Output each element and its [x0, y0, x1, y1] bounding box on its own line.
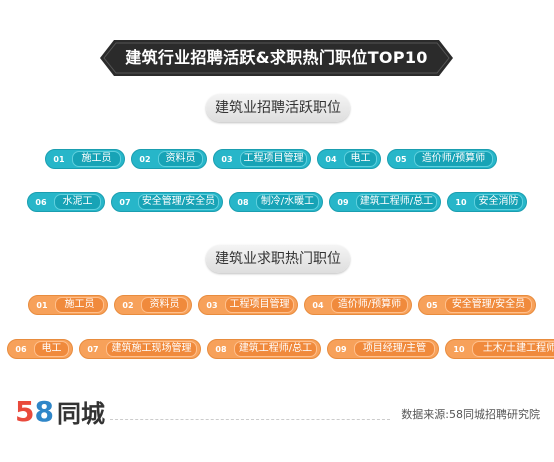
job-title-label: 建筑工程师/总工 [356, 194, 437, 210]
rank-number: 07 [119, 197, 131, 207]
rank-number: 05 [395, 154, 407, 164]
job-title-label: 施工员 [72, 151, 121, 167]
job-title-label: 资料员 [158, 151, 203, 167]
recruit-tag-10: 10 安全消防 [447, 192, 527, 212]
recruit-tag-03: 03 工程项目管理 [213, 149, 311, 169]
recruit-tag-09: 09 建筑工程师/总工 [329, 192, 441, 212]
title-banner: 建筑行业招聘活跃&求职热门职位TOP10 [100, 40, 453, 76]
rank-number: 03 [206, 300, 218, 310]
job-title-label: 建筑工程师/总工 [234, 341, 317, 357]
job-title-label: 工程项目管理 [240, 151, 307, 167]
recruit-tag-05: 05 造价师/预算师 [387, 149, 497, 169]
brand-logo: 5 8 同城 [15, 394, 105, 428]
job-title-label: 水泥工 [54, 194, 101, 210]
recruit-tag-07: 07 安全管理/安全员 [111, 192, 223, 212]
job-title-label: 工程项目管理 [225, 297, 294, 313]
logo-digit-8: 8 [34, 394, 54, 428]
recruit-tag-06: 06 水泥工 [27, 192, 105, 212]
logo-digit-5: 5 [15, 394, 35, 428]
rank-number: 06 [35, 197, 47, 207]
jobseek-tag-01: 01 施工员 [28, 295, 108, 315]
job-title-label: 施工员 [55, 297, 104, 313]
section-title-recruiting: 建筑业招聘活跃职位 [206, 94, 350, 122]
title-banner-shape [100, 40, 453, 76]
rank-number: 05 [426, 300, 438, 310]
job-title-label: 造价师/预算师 [331, 297, 408, 313]
logo-text: 同城 [56, 399, 105, 428]
recruit-tag-01: 01 施工员 [45, 149, 125, 169]
job-title-label: 土木/土建工程师 [472, 341, 554, 357]
recruit-tag-02: 02 资料员 [131, 149, 207, 169]
jobseek-tag-10: 10 土木/土建工程师 [445, 339, 554, 359]
footer-divider [110, 419, 390, 420]
rank-number: 10 [453, 344, 465, 354]
rank-number: 09 [337, 197, 349, 207]
job-title-label: 电工 [34, 341, 69, 357]
jobseek-tag-05: 05 安全管理/安全员 [418, 295, 536, 315]
jobseek-tag-04: 04 造价师/预算师 [304, 295, 412, 315]
rank-number: 08 [237, 197, 249, 207]
rank-number: 08 [215, 344, 227, 354]
job-title-label: 安全消防 [474, 194, 523, 210]
rank-number: 10 [455, 197, 467, 207]
jobseek-tag-09: 09 项目经理/主管 [327, 339, 439, 359]
rank-number: 01 [53, 154, 65, 164]
job-title-label: 资料员 [141, 297, 188, 313]
rank-number: 03 [221, 154, 233, 164]
rank-number: 06 [15, 344, 27, 354]
chart-title: 建筑行业招聘活跃&求职热门职位TOP10 [125, 48, 428, 67]
rank-number: 04 [325, 154, 337, 164]
job-title-label: 电工 [344, 151, 377, 167]
rank-number: 01 [36, 300, 48, 310]
jobseek-tag-06: 06 电工 [7, 339, 73, 359]
rank-number: 09 [335, 344, 347, 354]
rank-number: 04 [312, 300, 324, 310]
recruit-tag-08: 08 制冷/水暖工 [229, 192, 323, 212]
jobseek-tag-03: 03 工程项目管理 [198, 295, 298, 315]
rank-number: 07 [87, 344, 99, 354]
job-title-label: 项目经理/主管 [354, 341, 435, 357]
section-title-jobseeking: 建筑业求职热门职位 [206, 245, 350, 273]
job-title-label: 建筑施工现场管理 [106, 341, 197, 357]
jobseek-tag-08: 08 建筑工程师/总工 [207, 339, 321, 359]
data-source: 数据来源:58同城招聘研究院 [401, 408, 540, 421]
rank-number: 02 [139, 154, 151, 164]
job-title-label: 安全管理/安全员 [138, 194, 219, 210]
jobseek-tag-02: 02 资料员 [114, 295, 192, 315]
rank-number: 02 [122, 300, 134, 310]
job-title-label: 安全管理/安全员 [445, 297, 532, 313]
recruit-tag-04: 04 电工 [317, 149, 381, 169]
job-title-label: 造价师/预算师 [414, 151, 493, 167]
jobseek-tag-07: 07 建筑施工现场管理 [79, 339, 201, 359]
job-title-label: 制冷/水暖工 [256, 194, 319, 210]
